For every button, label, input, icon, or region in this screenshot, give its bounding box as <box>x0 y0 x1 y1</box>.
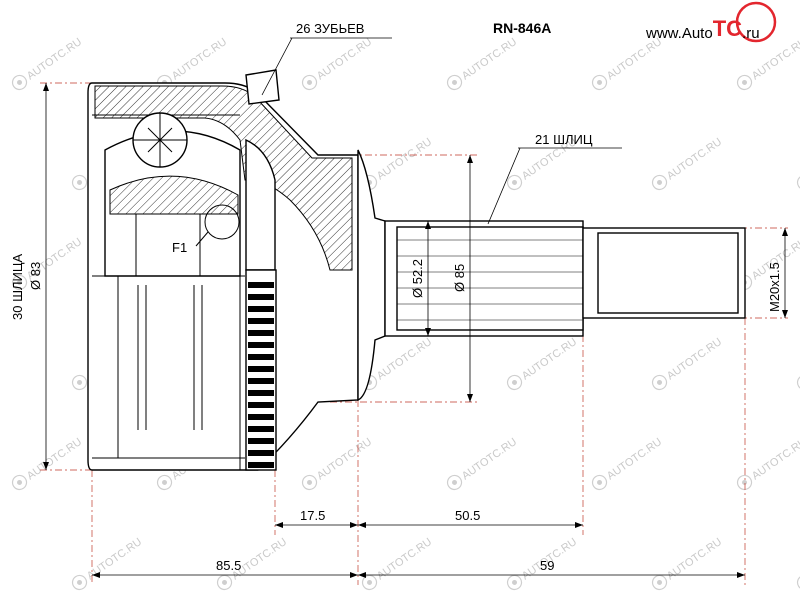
autotc-logo: www.AutoTC.ru <box>645 1 777 43</box>
dimension-50-5: 50.5 <box>455 508 480 523</box>
inner-spline-label: 30 ШЛИЦА <box>10 254 25 320</box>
svg-text:AUTOTC.RU: AUTOTC.RU <box>460 36 519 83</box>
svg-text:AUTOTC.RU: AUTOTC.RU <box>170 36 229 83</box>
abs-ring-teeth <box>248 282 274 468</box>
svg-text:www.AutoTC.ru: www.AutoTC.ru <box>645 16 760 42</box>
dimension-85-5: 85.5 <box>216 558 241 573</box>
svg-text:AUTOTC.RU: AUTOTC.RU <box>750 436 800 483</box>
logo-badge-icon <box>735 1 777 43</box>
svg-text:AUTOTC.RU: AUTOTC.RU <box>25 436 84 483</box>
logo-prefix: www.Auto <box>645 25 713 42</box>
outer-spline-label: 21 ШЛИЦ <box>535 132 593 147</box>
svg-text:AUTOTC.RU: AUTOTC.RU <box>605 436 664 483</box>
detail-label: F1 <box>172 240 187 255</box>
svg-text:AUTOTC.RU: AUTOTC.RU <box>25 36 84 83</box>
svg-text:AUTOTC.RU: AUTOTC.RU <box>665 136 724 183</box>
svg-text:AUTOTC.RU: AUTOTC.RU <box>375 336 434 383</box>
svg-text:AUTOTC.RU: AUTOTC.RU <box>520 336 579 383</box>
svg-text:AUTOTC.RU: AUTOTC.RU <box>750 36 800 83</box>
svg-text:AUTOTC.RU: AUTOTC.RU <box>665 536 724 583</box>
svg-text:AUTOTC.RU: AUTOTC.RU <box>375 536 434 583</box>
part-number: RN-846A <box>493 20 551 36</box>
svg-text:AUTOTC.RU: AUTOTC.RU <box>315 36 374 83</box>
logo-suffix: .ru <box>742 25 760 42</box>
dimension-59: 59 <box>540 558 554 573</box>
diameter-outer-label: Ø 85 <box>452 264 467 292</box>
dimension-lines <box>43 37 788 578</box>
diameter-seat-label: Ø 52.2 <box>410 259 425 298</box>
svg-text:AUTOTC.RU: AUTOTC.RU <box>665 336 724 383</box>
cv-joint-body <box>87 69 746 471</box>
outer-teeth-label: 26 ЗУБЬЕВ <box>296 21 364 36</box>
svg-text:AUTOTC.RU: AUTOTC.RU <box>605 36 664 83</box>
dimension-17-5: 17.5 <box>300 508 325 523</box>
thread-label: M20x1.5 <box>767 262 782 312</box>
diameter-housing-label: Ø 83 <box>28 262 43 290</box>
svg-text:AUTOTC.RU: AUTOTC.RU <box>315 436 374 483</box>
svg-text:AUTOTC.RU: AUTOTC.RU <box>375 136 434 183</box>
svg-text:AUTOTC.RU: AUTOTC.RU <box>460 436 519 483</box>
logo-brand: TC <box>713 16 742 41</box>
